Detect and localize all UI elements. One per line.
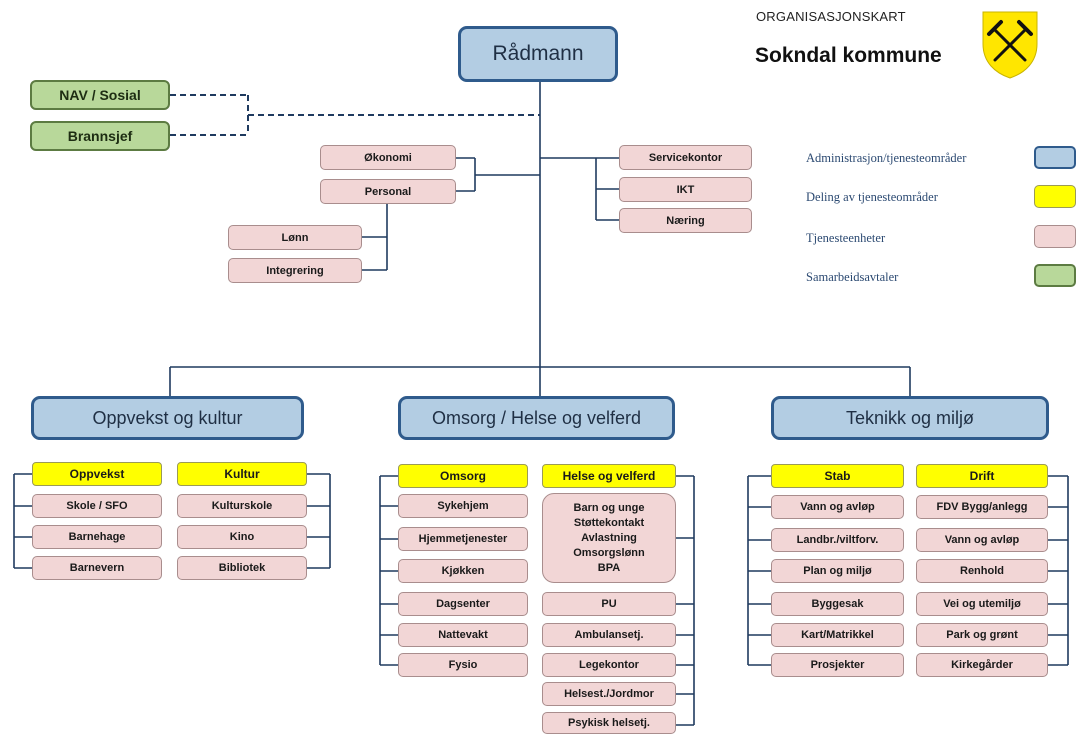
drift-item: Kirkegårder bbox=[916, 653, 1048, 677]
nav-sosial-box: NAV / Sosial bbox=[30, 80, 170, 110]
oppvekst-kultur-box: Oppvekst og kultur bbox=[31, 396, 304, 440]
oppvekst-item: Barnevern bbox=[32, 556, 162, 580]
omsorg-helse-box: Omsorg / Helse og velferd bbox=[398, 396, 675, 440]
lonn-box: Lønn bbox=[228, 225, 362, 250]
helse-item: Legekontor bbox=[542, 653, 676, 677]
kultur-item: Kulturskole bbox=[177, 494, 307, 518]
municipality-title: Sokndal kommune bbox=[755, 44, 942, 67]
legend-swatch-pink bbox=[1034, 225, 1076, 248]
oppvekst-head: Oppvekst bbox=[32, 462, 162, 486]
radmann-box: Rådmann bbox=[458, 26, 618, 82]
drift-item: FDV Bygg/anlegg bbox=[916, 495, 1048, 519]
personal-box: Personal bbox=[320, 179, 456, 204]
legend-swatch-yellow bbox=[1034, 185, 1076, 208]
stab-item: Kart/Matrikkel bbox=[771, 623, 904, 647]
stab-item: Landbr./viltforv. bbox=[771, 528, 904, 552]
omsorg-item: Dagsenter bbox=[398, 592, 528, 616]
omsorg-head: Omsorg bbox=[398, 464, 528, 488]
teknikk-miljo-box: Teknikk og miljø bbox=[771, 396, 1049, 440]
servicekontor-box: Servicekontor bbox=[619, 145, 752, 170]
naering-box: Næring bbox=[619, 208, 752, 233]
legend-label: Tjenesteenheter bbox=[806, 231, 886, 245]
coat-of-arms-icon bbox=[982, 11, 1038, 79]
stab-item: Plan og miljø bbox=[771, 559, 904, 583]
helse-velferd-group: Barn og unge Støttekontakt Avlastning Om… bbox=[542, 493, 676, 583]
omsorg-item: Nattevakt bbox=[398, 623, 528, 647]
helse-item: Psykisk helsetj. bbox=[542, 712, 676, 734]
drift-item: Park og grønt bbox=[916, 623, 1048, 647]
stab-item: Prosjekter bbox=[771, 653, 904, 677]
stab-item: Byggesak bbox=[771, 592, 904, 616]
group-line: BPA bbox=[597, 561, 621, 574]
legend-swatch-blue bbox=[1034, 146, 1076, 169]
helse-item: PU bbox=[542, 592, 676, 616]
helse-item: Ambulansetj. bbox=[542, 623, 676, 647]
group-line: Støttekontakt bbox=[573, 516, 645, 529]
helse-item: Helsest./Jordmor bbox=[542, 682, 676, 706]
oppvekst-item: Skole / SFO bbox=[32, 494, 162, 518]
kultur-item: Kino bbox=[177, 525, 307, 549]
brannsjef-box: Brannsjef bbox=[30, 121, 170, 151]
ikt-box: IKT bbox=[619, 177, 752, 202]
group-line: Avlastning bbox=[581, 531, 637, 544]
chart-subtitle: ORGANISASJONSKART bbox=[756, 9, 906, 24]
omsorg-item: Hjemmetjenester bbox=[398, 527, 528, 551]
drift-item: Vann og avløp bbox=[916, 528, 1048, 552]
drift-head: Drift bbox=[916, 464, 1048, 488]
stab-head: Stab bbox=[771, 464, 904, 488]
legend-label: Deling av tjenesteområder bbox=[806, 190, 938, 204]
omsorg-item: Sykehjem bbox=[398, 494, 528, 518]
drift-item: Vei og utemiljø bbox=[916, 592, 1048, 616]
legend-label: Administrasjon/tjenesteområder bbox=[806, 151, 967, 165]
omsorg-item: Fysio bbox=[398, 653, 528, 677]
legend-label: Samarbeidsavtaler bbox=[806, 270, 899, 284]
integrering-box: Integrering bbox=[228, 258, 362, 283]
stab-item: Vann og avløp bbox=[771, 495, 904, 519]
legend-swatch-green bbox=[1034, 264, 1076, 287]
oppvekst-item: Barnehage bbox=[32, 525, 162, 549]
group-line: Barn og unge bbox=[573, 501, 645, 514]
drift-item: Renhold bbox=[916, 559, 1048, 583]
helse-velferd-head: Helse og velferd bbox=[542, 464, 676, 488]
kultur-item: Bibliotek bbox=[177, 556, 307, 580]
okonomi-box: Økonomi bbox=[320, 145, 456, 170]
omsorg-item: Kjøkken bbox=[398, 559, 528, 583]
group-line: Omsorgslønn bbox=[573, 546, 645, 559]
kultur-head: Kultur bbox=[177, 462, 307, 486]
